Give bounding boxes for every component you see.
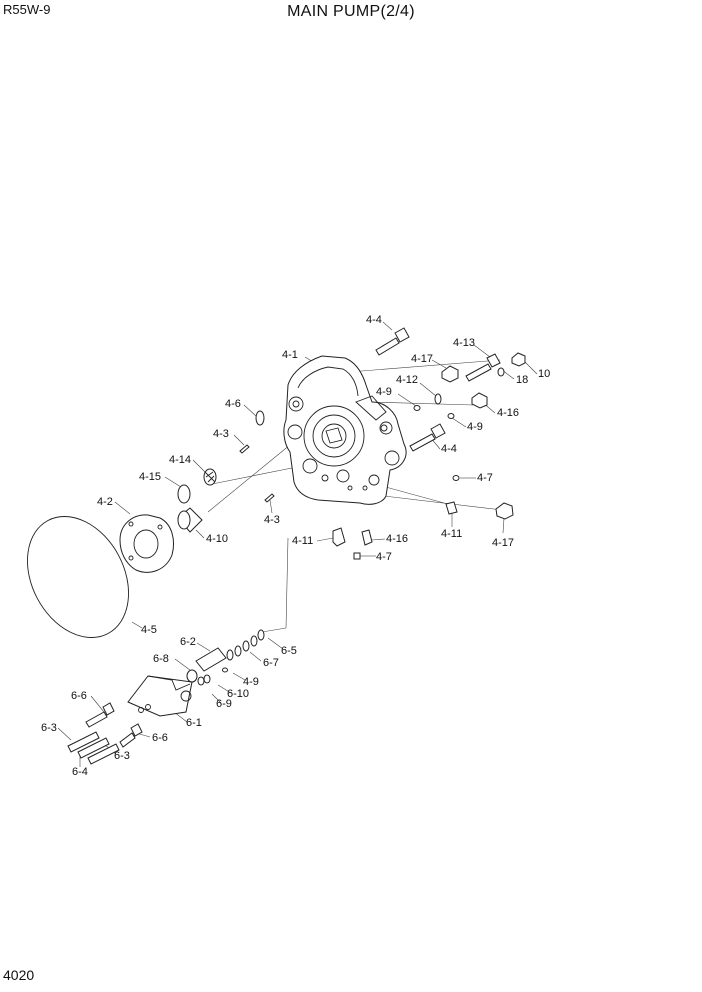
callout-4-7: 4-7 [376, 551, 392, 563]
page-title: MAIN PUMP(2/4) [287, 3, 415, 20]
callout-6-8: 6-8 [153, 653, 169, 665]
o-ring-6-8 [186, 669, 198, 683]
bolt-4-4-lower [409, 423, 446, 452]
callout-4-15: 4-15 [139, 471, 161, 483]
callout-6-10: 6-10 [227, 688, 249, 700]
ring-6-10 [203, 674, 211, 684]
callout-6-4: 6-4 [72, 766, 88, 778]
callout-4-5: 4-5 [141, 624, 157, 636]
callout-4-17: 4-17 [411, 353, 433, 365]
ring-6-9 [197, 676, 205, 686]
callout-6-3: 6-3 [41, 722, 57, 734]
o-ring-4-12 [434, 393, 442, 405]
pins-6-3 [67, 731, 120, 765]
callout-6-1: 6-1 [186, 717, 202, 729]
o-ring-4-6 [255, 410, 265, 426]
pump-housing [283, 355, 407, 505]
callout-4-16: 4-16 [386, 533, 408, 545]
callout-4-11: 4-11 [441, 528, 462, 540]
callout-4-17: 4-17 [492, 537, 514, 549]
callout-4-3: 4-3 [264, 514, 280, 526]
plate-4-2 [119, 514, 174, 573]
callout-6-2: 6-2 [180, 636, 196, 648]
callout-labels: 4-4 4-1 4-17 4-13 10 18 4-12 4-9 4-6 4-16 4-9 4-3 4-… [41, 314, 550, 778]
bolt-4-4-upper [375, 327, 410, 356]
bolt-4-13 [465, 353, 501, 382]
callout-4-13: 4-13 [453, 337, 475, 349]
plug-10 [511, 352, 526, 367]
bolt-6-6-upper [85, 702, 115, 728]
callout-10: 10 [538, 368, 550, 380]
callout-6-7: 6-7 [263, 657, 279, 669]
callout-4-9: 4-9 [467, 421, 483, 433]
pin-4-7 [452, 475, 460, 481]
callout-4-1: 4-1 [282, 349, 298, 361]
plug-4-17-upper [441, 365, 459, 383]
pin-4-9-group6 [222, 667, 228, 673]
plug-4-17-lower [495, 502, 514, 520]
page-number: 4020 [3, 967, 35, 983]
callout-4-6: 4-6 [225, 398, 241, 410]
callout-6-6: 6-6 [71, 690, 87, 702]
callout-4-3: 4-3 [213, 428, 229, 440]
callout-18: 18 [516, 374, 528, 386]
callout-4-11: 4-11 [292, 535, 313, 547]
fitting-4-16 [361, 529, 373, 546]
pin-4-9 [413, 405, 421, 411]
callout-4-4: 4-4 [441, 443, 457, 455]
sleeve-6-2 [195, 647, 227, 672]
callout-4-4: 4-4 [366, 314, 382, 326]
callout-4-12: 4-12 [396, 374, 418, 386]
fitting-4-11-right [445, 501, 458, 515]
callout-4-14: 4-14 [169, 454, 191, 466]
pin-4-3 [239, 444, 250, 454]
callout-4-9: 4-9 [243, 676, 259, 688]
filter-4-14 [203, 468, 217, 486]
callout-4-10: 4-10 [206, 533, 228, 545]
parts-drawing [27, 321, 538, 767]
callout-4-16: 4-16 [497, 407, 519, 419]
callout-4-7: 4-7 [477, 472, 493, 484]
pin-4-7-lower [353, 552, 361, 560]
callout-4-9: 4-9 [376, 386, 392, 398]
seal-rings-6-5 [226, 629, 265, 661]
o-ring-4-5 [27, 516, 129, 638]
model-label: R55W-9 [3, 2, 51, 17]
callout-6-3: 6-3 [114, 750, 130, 762]
callout-4-2: 4-2 [97, 496, 113, 508]
pin-4-9-b [447, 413, 455, 419]
callout-6-9: 6-9 [216, 698, 232, 710]
callout-6-5: 6-5 [281, 645, 297, 657]
valve-block-6-1 [127, 675, 193, 717]
bushing-4-10 [177, 507, 203, 533]
bolt-6-6-lower [119, 723, 143, 748]
snap-ring-4-15 [177, 484, 191, 504]
fitting-4-11 [332, 527, 346, 547]
callout-6-6: 6-6 [152, 732, 168, 744]
plug-4-16-upper [471, 392, 488, 409]
o-ring-18 [497, 367, 505, 377]
pin-4-3-lower [264, 493, 275, 503]
